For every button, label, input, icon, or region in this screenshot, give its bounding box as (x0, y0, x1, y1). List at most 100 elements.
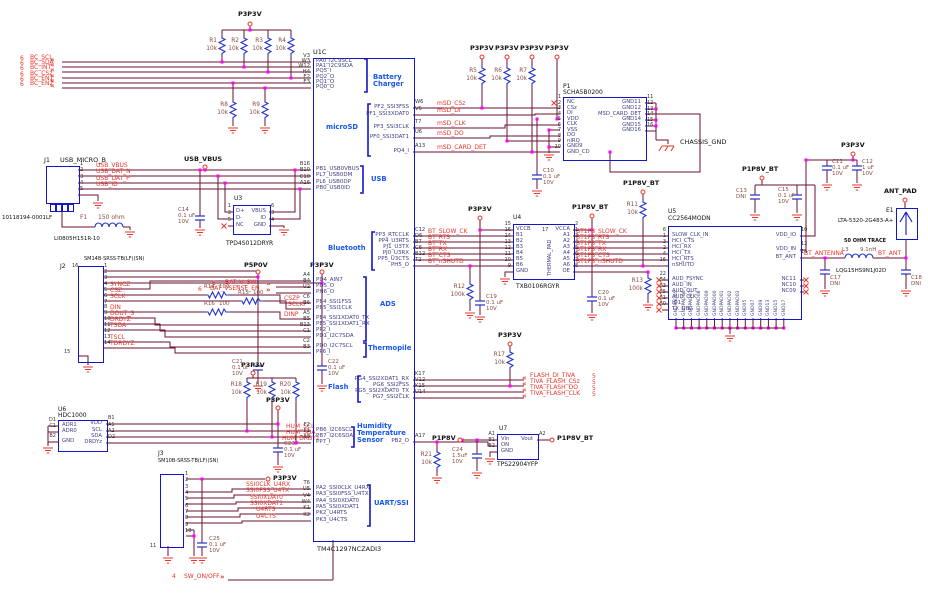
pin-number: 11 (150, 543, 157, 549)
pin-number: 15 (504, 221, 511, 227)
pin-name: PF2_SSI3FSS (374, 104, 409, 110)
net-label-usb_datp: USB_DAT_P (96, 175, 130, 182)
pin-name: PG6_SSI2FSS (373, 382, 409, 388)
pin-number: B16 (299, 161, 310, 167)
capacitor-ref: C17 (830, 275, 841, 281)
net-label-b8_tx: BT1P8_TX (576, 240, 606, 247)
pin-number: 24 (659, 277, 666, 283)
ferrite-value: 150 ohm (98, 214, 125, 221)
pin-name: GND_CD (567, 148, 590, 155)
pin-name-bottom: GND07 (751, 299, 756, 316)
resistor-ref: R11 (626, 202, 638, 208)
pin-name: HCI_RTS (672, 256, 694, 262)
resistor-ref: R15 (238, 290, 249, 296)
pin-name: PP7_I (316, 439, 331, 445)
pin-number: U6 (415, 129, 423, 135)
offpage-arrow-icon: « (522, 374, 527, 382)
resistor-ref: R3 (255, 38, 263, 44)
net-label-tscl: TSCL (110, 334, 126, 341)
pin-number: 7 (575, 257, 579, 263)
pin-number: 22 (659, 271, 666, 277)
pin-number: 2 (557, 99, 561, 106)
pin-name: PE4_SSI1XDAT0_TX (316, 315, 370, 321)
pin-number: B2 (488, 443, 495, 449)
net-label-bc_en2: BC_EN2 (30, 80, 54, 87)
pin-number: 8 (185, 515, 189, 522)
pin-number: 1 (185, 471, 189, 477)
pin-name-bottom: GNDPAD05 (674, 290, 679, 316)
pin-number: F2 (303, 422, 310, 428)
pin-number: 2 (80, 167, 84, 173)
power-flag-p3p3v: P3P3V (310, 261, 334, 269)
pin-name: PA5_SSI0XDAT1 (316, 504, 360, 510)
offpage-arrow-icon: « (522, 392, 527, 400)
pin-name: PQ1_O (316, 79, 335, 85)
pin-number: 4 (104, 280, 108, 287)
pin-number: W12 (298, 63, 310, 69)
pin-name-bottom: GNDPAD03 (735, 290, 741, 316)
connector-ref: J2 (60, 263, 66, 270)
net-label-msd_do: mSD_DO (437, 130, 464, 137)
pin-number: 10 (801, 227, 808, 233)
net-label-b8_rx: BT1P8_RX (576, 246, 607, 253)
pin-number: B12 (415, 251, 426, 257)
pin-number: 6 (557, 121, 561, 128)
page-ref: 6 (20, 55, 24, 62)
pin-name: PQ4_I (393, 148, 409, 154)
ic-u1c-ref: U1C (313, 48, 327, 56)
connector-j1-shell (62, 204, 68, 212)
net-label-b8_nsh: BT1P8_nSHUTD (576, 258, 623, 265)
pin-name: Vout (521, 436, 533, 442)
pin-number: 16 (647, 122, 654, 128)
pin-name: PJ1_U3TX (383, 244, 409, 250)
pin-number: 7 (104, 298, 108, 305)
net-label-bt_tx: BT_TX (428, 240, 447, 247)
net-label-msd_cd: mSD_CARD_DET (437, 144, 487, 151)
page-ref: 6 (20, 65, 24, 72)
pin-name: HCI_RX (672, 244, 692, 250)
pin-name: A4 (563, 250, 570, 256)
net-label-bc_en1: BC_EN1 (30, 75, 54, 82)
pin-name: PK2_U4RTS (316, 510, 347, 516)
pin-number: 6 (575, 251, 579, 257)
pin-name: VDD_IO (775, 232, 796, 238)
pin-number: 11 (647, 94, 654, 100)
pin-number: 2 (104, 268, 108, 275)
pin-number: B13 (299, 322, 310, 328)
net-label-usb_id: USB_ID (96, 181, 118, 188)
resistor-ref: R21 (420, 452, 432, 458)
pin-number: U5 (302, 486, 310, 492)
net-label-j3s3: SSI0XDAT0 (250, 494, 283, 501)
pin-number: 13 (647, 105, 654, 112)
page-ref: 6 (20, 76, 24, 83)
resistor-value: 10k (256, 390, 267, 396)
section-label-ads: ADS (380, 300, 396, 308)
pin-name-bottom: GNDPAD09 (704, 290, 710, 316)
net-label-sclkp: SCLKP (288, 301, 307, 308)
resistor-ref: R20 (279, 382, 291, 388)
net-label-dinp: DINP (284, 311, 299, 318)
connector-ref: J3 (158, 450, 164, 457)
pin-name: PB1_USB0VBUS (316, 166, 360, 172)
capacitor-value: 0.1 uF (832, 165, 850, 171)
resistor-value: 10k (249, 110, 260, 116)
pin-number: 4 (80, 180, 84, 186)
pin-name: PP6_I (316, 349, 331, 355)
net-label-btant2: BT_ANT (878, 250, 902, 257)
capacitor-ref: C10 (543, 168, 554, 174)
pin-name: PQ2_O (316, 74, 335, 80)
pin-number: 1 (662, 233, 666, 239)
pin-number: A4 (303, 272, 310, 278)
pin-name: GND12 (622, 105, 641, 111)
power-flag-p1p8v_bt: P1P8V_BT (623, 179, 660, 187)
pin-number: 6 (104, 292, 108, 299)
pin-number: 3 (271, 210, 275, 216)
pin-number: 2 (662, 245, 666, 251)
resistor-value: 10k (275, 46, 286, 52)
resistor-value: 10k (228, 46, 239, 52)
resistor-value: 10k (466, 76, 477, 82)
pin-number: E3 (303, 79, 310, 85)
pin-number: T2 (415, 257, 422, 263)
pin-name: A5 (563, 256, 570, 262)
